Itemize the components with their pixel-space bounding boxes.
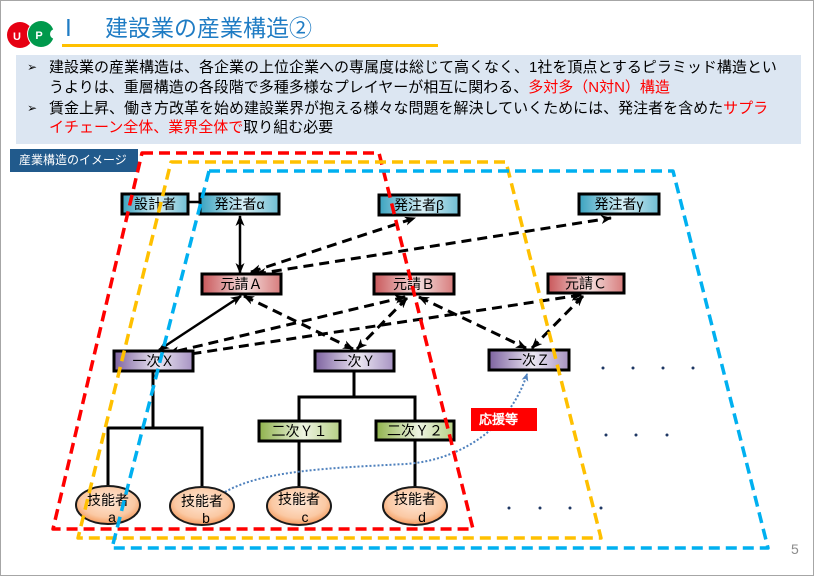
worker-title: 技能者 — [278, 491, 320, 507]
node-label: 一次Ｙ — [334, 353, 376, 369]
relation-prime-a-to-primary-y — [243, 294, 354, 351]
ellipsis-dot — [538, 506, 542, 510]
worker-title: 技能者 — [394, 491, 436, 507]
relation-prime-c-to-primary-z — [530, 294, 585, 350]
ellipsis-dot — [634, 433, 638, 437]
scope-boundary-orange — [76, 160, 603, 540]
ellipsis-dot — [568, 506, 572, 510]
ellipsis-dot — [604, 433, 608, 437]
relation-prime-a-to-client-beta — [250, 216, 416, 274]
worker-id: b — [202, 510, 210, 526]
ellipsis-dot — [631, 366, 635, 370]
worker-id: d — [418, 509, 426, 525]
page-title: 建設業の産業構造② — [105, 15, 312, 41]
ellipsis-dot — [661, 366, 665, 370]
node-secondary-y1: 二次Ｙ１ — [257, 419, 342, 443]
ellipsis-dot — [599, 506, 603, 510]
bullet-arrow-icon: ➢ — [27, 100, 38, 115]
node-client-beta: 発注者β — [377, 193, 461, 217]
hierarchy-primary-y — [297, 372, 417, 420]
node-designer: 設計者 — [120, 192, 190, 216]
logo-letter-u: U — [13, 31, 21, 43]
node-label: 二次Ｙ２ — [387, 423, 443, 439]
logo: U P — [7, 20, 57, 48]
node-label: 元請Ｂ — [393, 276, 435, 292]
bullet-text: 賃金上昇、働き方改革を始め建設業界が抱える様々な問題を解決していくためには、発注… — [49, 99, 724, 117]
node-primary-z: 一次Ｚ — [487, 348, 571, 372]
node-label: 二次Ｙ１ — [272, 423, 328, 439]
node-label: 元請Ａ — [221, 276, 263, 292]
ellipsis-dot — [665, 433, 669, 437]
bullet-item: ➢ 建設業の産業構造は、各企業の上位企業への専属度は総じて高くなく、1社を頂点と… — [16, 58, 781, 97]
node-primary-y: 一次Ｙ — [313, 349, 396, 373]
logo-green-mark: P — [27, 20, 57, 48]
node-secondary-y2: 二次Ｙ２ — [374, 419, 456, 442]
node-label: 一次Ｚ — [508, 352, 550, 368]
node-label: 発注者β — [394, 197, 444, 213]
hierarchy-primary-x — [106, 372, 204, 487]
continuation-dots — [507, 366, 695, 510]
node-label: 設計者 — [134, 196, 176, 212]
node-label: 一次Ｘ — [133, 353, 175, 369]
page-number: 5 — [791, 541, 799, 557]
bullet-highlight: 多対多（N対N）構造 — [528, 78, 670, 96]
worker-title: 技能者 — [181, 493, 223, 509]
ellipsis-dot — [601, 366, 605, 370]
scope-boundary-red — [51, 151, 475, 531]
worker-title: 技能者 — [87, 492, 129, 508]
node-primary-x: 一次Ｘ — [112, 349, 195, 373]
node-label: 発注者γ — [595, 196, 644, 212]
bullet-item: ➢ 賃金上昇、働き方改革を始め建設業界が抱える様々な問題を解決していくためには、… — [16, 99, 781, 138]
worker-id: a — [108, 509, 116, 525]
support-label-text: 応援等 — [479, 412, 518, 427]
title-numeral: Ⅰ — [65, 15, 72, 41]
node-client-alpha: 発注者α — [198, 192, 281, 216]
scope-boundary-blue — [110, 169, 770, 550]
support-label: 応援等 — [471, 408, 537, 431]
bullet-text: 取り組む必要 — [243, 119, 334, 136]
node-client-gamma: 発注者γ — [577, 192, 661, 216]
bullet-arrow-icon: ➢ — [27, 60, 38, 74]
relation-prime-b-to-primary-x — [168, 294, 406, 356]
worker-a: 技能者 a — [75, 485, 141, 525]
diagram-label: 産業構造のイメージ — [10, 149, 138, 172]
title-underline — [62, 44, 438, 47]
node-prime-c: 元請Ｃ — [546, 272, 626, 295]
relation-arrows — [158, 200, 612, 493]
relation-prime-c-to-primary-x — [176, 292, 582, 359]
node-prime-a: 元請Ａ — [200, 272, 283, 296]
worker-c: 技能者 c — [266, 486, 332, 526]
bullet-text: 建設業の産業構造は、各企業の上位企業への専属度は総じて高くなく、1社を頂点とする… — [49, 59, 777, 96]
ellipsis-dot — [507, 506, 511, 510]
worker-b: 技能者 b — [169, 486, 235, 526]
worker-id: c — [302, 509, 309, 525]
relation-prime-a-to-client-gamma — [255, 215, 612, 277]
logo-letter-p: P — [35, 30, 42, 42]
summary-box: ➢ 建設業の産業構造は、各企業の上位企業への専属度は総じて高くなく、1社を頂点と… — [16, 55, 801, 144]
bullet-highlight: サプライチェーン全体、業界全体で — [49, 99, 769, 137]
worker-d: 技能者 d — [382, 486, 448, 526]
node-label: 元請Ｃ — [565, 276, 607, 292]
ellipsis-dot — [691, 366, 695, 370]
node-label: 発注者α — [214, 196, 264, 212]
